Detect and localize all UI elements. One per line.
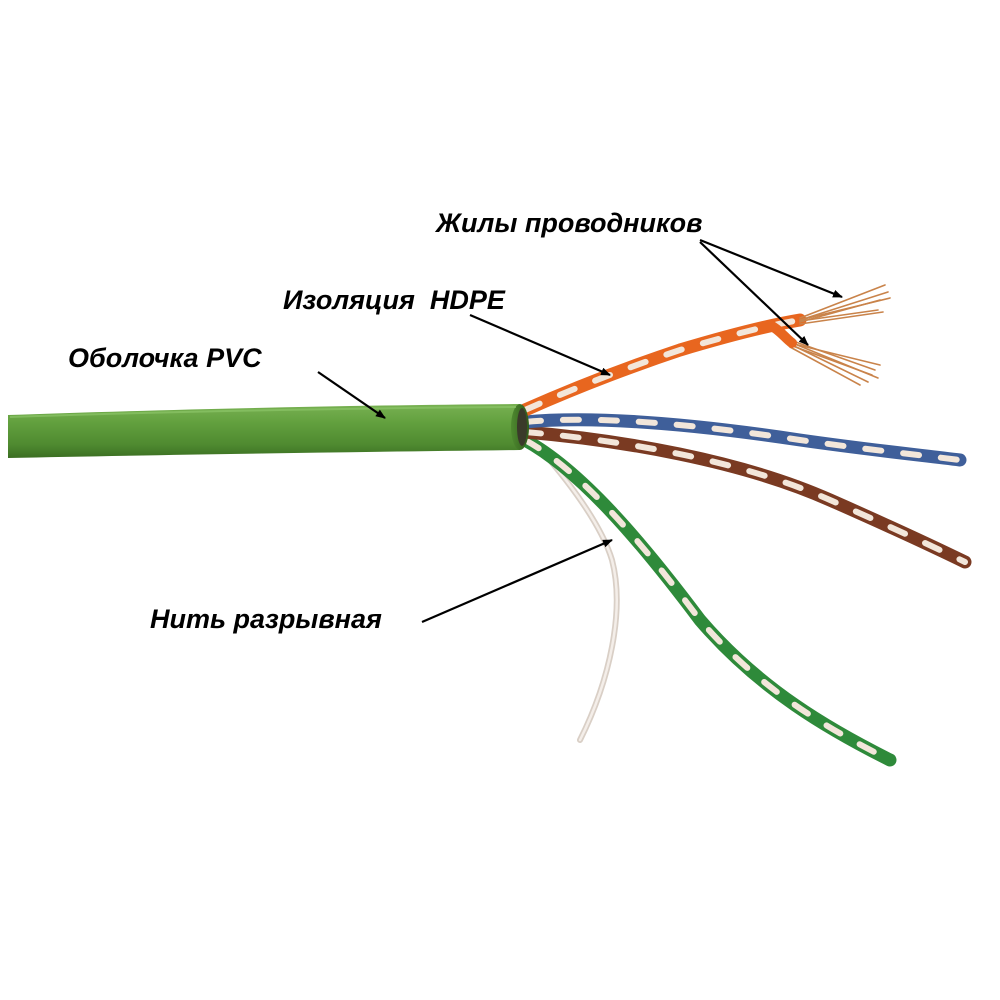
arrow-conductors-1 xyxy=(699,238,843,299)
arrow-ripcord xyxy=(421,538,613,624)
ripcord-label: Нить разрывная xyxy=(150,604,382,634)
green-twisted-pair xyxy=(518,433,897,767)
jacket-label: Оболочка PVC xyxy=(68,343,262,373)
arrow-insulation xyxy=(469,313,611,377)
copper-strands xyxy=(789,284,891,386)
orange-twisted-pair xyxy=(518,313,807,417)
conductors-label: Жилы проводников xyxy=(436,208,703,238)
brown-twisted-pair xyxy=(518,425,972,569)
insulation-label: Изоляция HDPE xyxy=(283,285,505,315)
arrow-conductors-2 xyxy=(699,241,809,346)
cable-jacket xyxy=(8,404,529,458)
arrow-jacket xyxy=(317,371,386,419)
blue-twisted-pair xyxy=(518,413,967,467)
